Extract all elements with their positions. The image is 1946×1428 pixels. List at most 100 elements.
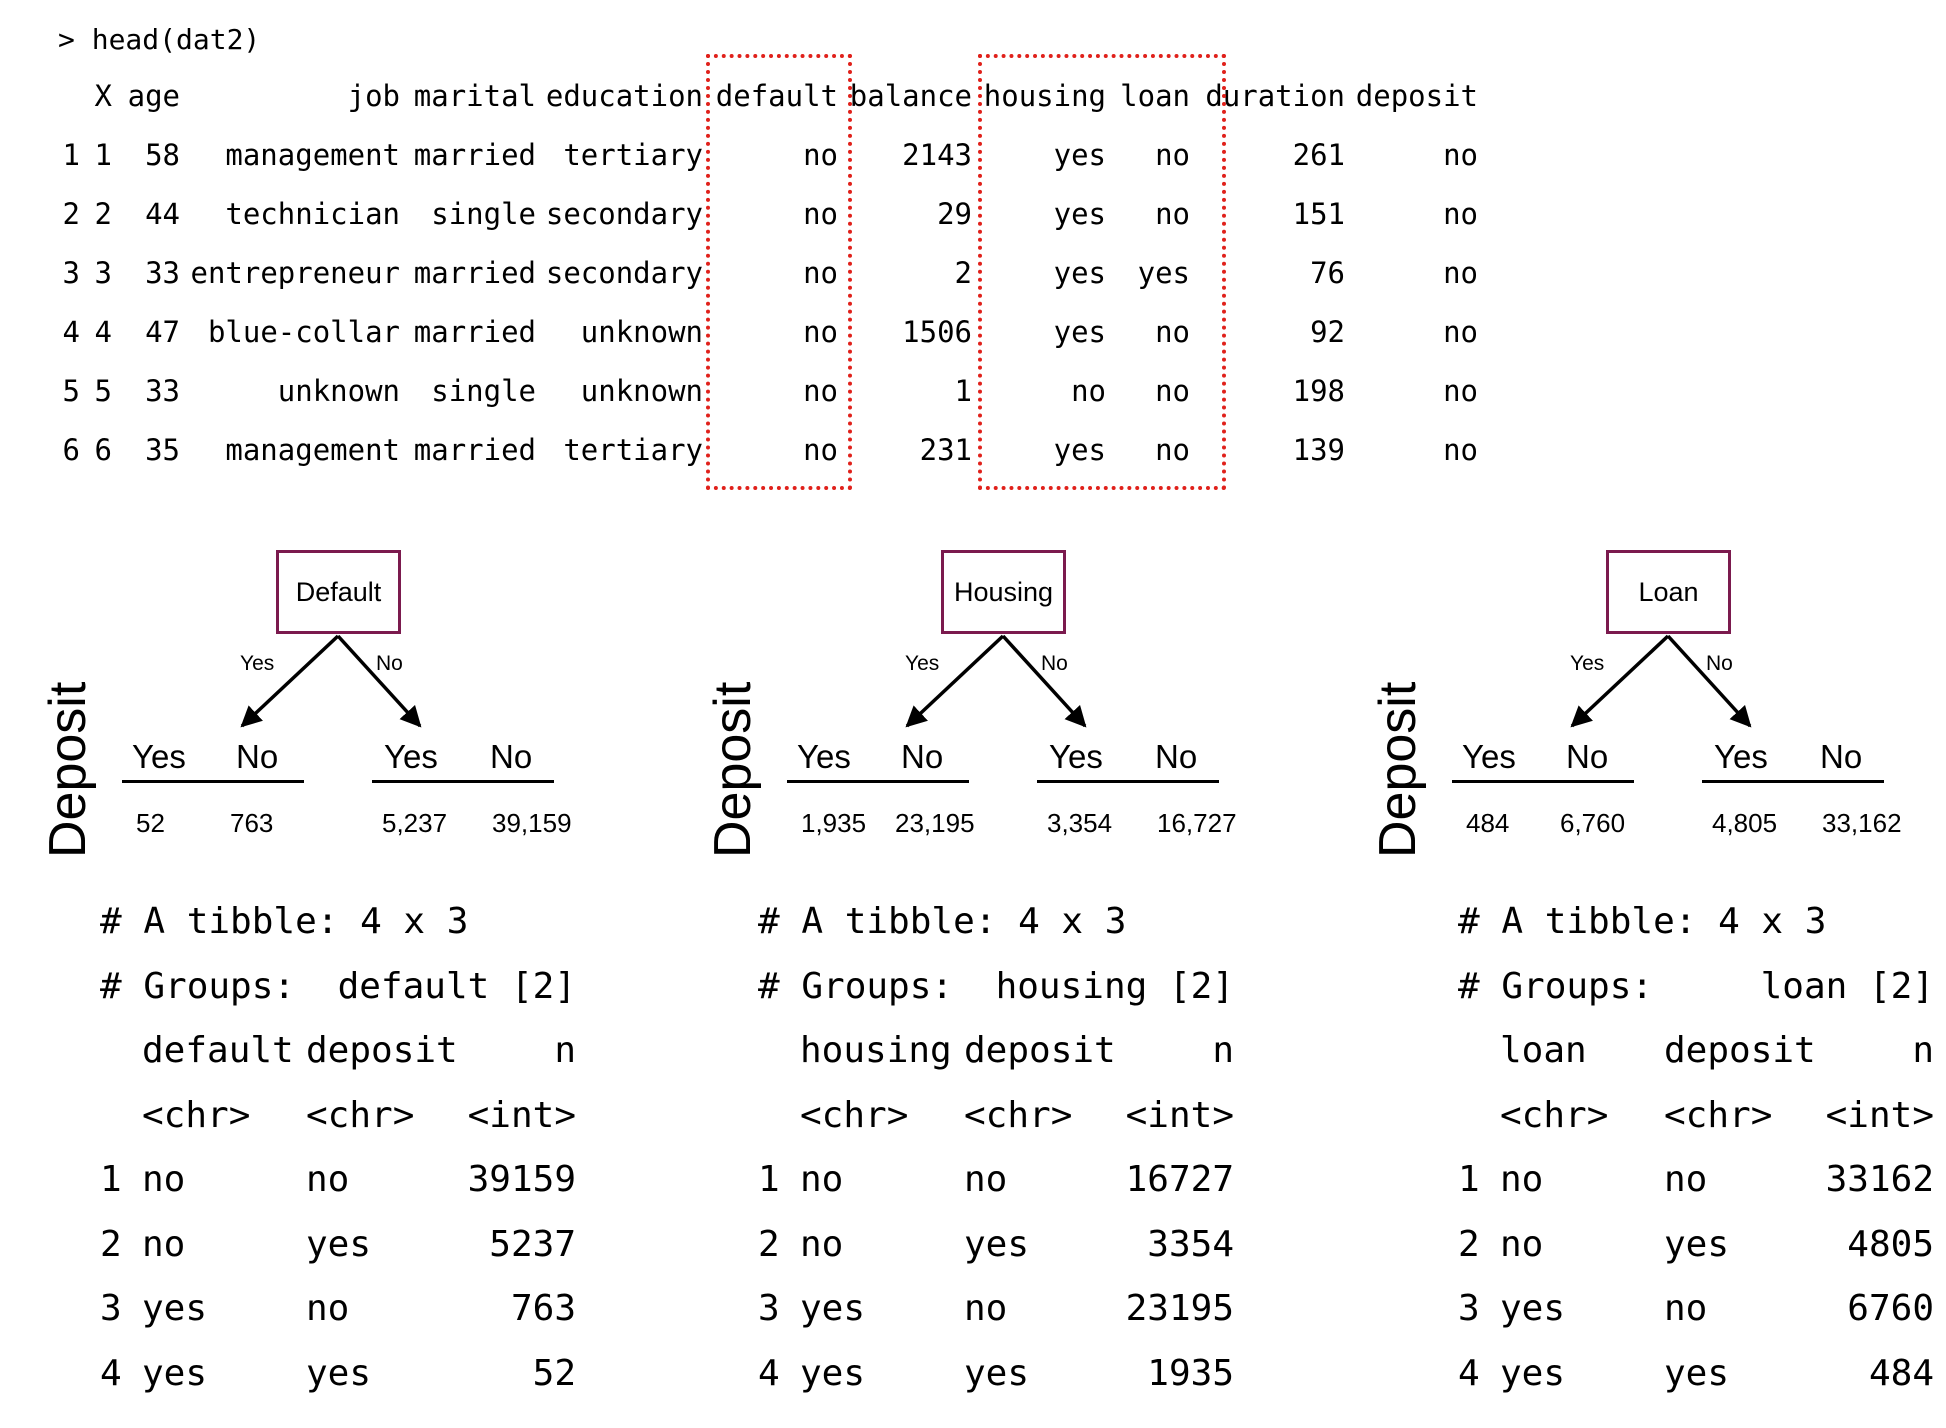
leaf-label-no: No (1155, 738, 1198, 775)
table-cell: blue-collar (207, 315, 400, 349)
tibble-type: <chr> (1500, 1094, 1609, 1136)
leaf-divider-left (787, 780, 969, 783)
tibble-cell: 39159 (467, 1159, 576, 1200)
count-no: 6,760 (1560, 808, 1626, 838)
leaf-label-no: No (490, 738, 533, 775)
column-header-marital: marital (413, 79, 536, 113)
table-cell: 92 (1310, 315, 1345, 349)
table-cell: no (1155, 433, 1190, 467)
leaf-label-no: No (1566, 738, 1609, 775)
table-cell: yes (1053, 138, 1106, 172)
tibble-default: # A tibble: 4 x 3# Groups:default [2]def… (100, 900, 580, 1392)
count-yes: 4,805 (1712, 808, 1778, 838)
tibble-title: # A tibble: 4 x 3 (100, 901, 469, 942)
table-cell: 29 (937, 197, 972, 231)
count-no: 39,159 (492, 808, 572, 838)
tibble-cell: no (800, 1159, 844, 1200)
branch-label-no: No (1706, 652, 1733, 675)
column-header-housing: housing (983, 79, 1106, 113)
leaf-divider-left (122, 780, 304, 783)
tibble-cell: yes (1664, 1223, 1730, 1265)
tibble-type: <chr> (800, 1094, 909, 1136)
table-cell: no (1443, 374, 1478, 408)
table-cell: 2 (954, 256, 972, 290)
column-header-age: age (127, 79, 180, 113)
tibble-cell: 1935 (1147, 1352, 1234, 1394)
column-header-loan: loan (1120, 79, 1190, 113)
row-name: 5 (62, 374, 80, 408)
table-cell: no (1071, 374, 1106, 408)
table-cell: single (431, 197, 536, 231)
table-cell: 76 (1310, 256, 1345, 290)
deposit-axis-label: Deposit (704, 681, 762, 858)
tibble-groups-label: # Groups: (1458, 965, 1654, 1007)
column-header-X: X (94, 79, 112, 113)
tibble-type: <chr> (306, 1094, 415, 1136)
table-cell: 3 (94, 256, 112, 290)
tibble-row-index: 1 (100, 1159, 122, 1200)
tibble-cell: 16727 (1125, 1159, 1234, 1200)
leaf-label-yes: Yes (132, 738, 186, 775)
console-prompt: > head(dat2) (58, 23, 261, 56)
tibble-row-index: 2 (1458, 1223, 1480, 1265)
tibble-row-index: 2 (758, 1223, 780, 1265)
tibble-cell: yes (306, 1352, 372, 1394)
row-name: 4 (62, 315, 80, 349)
tibble-cell: yes (1500, 1288, 1566, 1329)
leaf-label-no: No (236, 738, 279, 775)
tibble-row-index: 4 (1458, 1352, 1480, 1394)
table-cell: unknown (277, 374, 400, 408)
tibble-cell: 763 (510, 1288, 576, 1329)
table-cell: 33 (145, 256, 180, 290)
tree-root-node: Loan (1606, 550, 1731, 634)
tibble-cell: no (1500, 1159, 1544, 1200)
tibble-row-index: 3 (1458, 1288, 1480, 1329)
right-arrow (1666, 634, 1752, 728)
table-cell: no (1155, 315, 1190, 349)
tibble-header: housing (800, 1030, 952, 1071)
left-arrow (240, 634, 340, 728)
tibble-cell: no (800, 1223, 844, 1265)
tibble-cell: yes (964, 1352, 1030, 1394)
tibble-row-index: 2 (100, 1223, 122, 1265)
tibble-cell: 5237 (489, 1223, 576, 1265)
tibble-cell: 23195 (1125, 1288, 1234, 1329)
table-cell: no (1155, 138, 1190, 172)
row-name: 3 (62, 256, 80, 290)
tibble-header: deposit (1664, 1030, 1816, 1071)
tibble-type: <chr> (964, 1094, 1073, 1136)
tibble-cell: no (306, 1159, 350, 1200)
table-cell: 1506 (902, 315, 972, 349)
tibble-cell: yes (142, 1288, 208, 1329)
tibble-cell: no (142, 1159, 186, 1200)
right-arrow (1001, 634, 1087, 728)
tibble-type: <chr> (1664, 1094, 1773, 1136)
branch-label-no: No (1041, 652, 1068, 675)
branch-label-yes: Yes (905, 652, 940, 675)
table-cell: 47 (145, 315, 180, 349)
table-cell: no (803, 256, 838, 290)
left-arrow (905, 634, 1005, 728)
tibble-title: # A tibble: 4 x 3 (758, 901, 1127, 942)
table-cell: tertiary (563, 433, 703, 467)
table-cell: married (413, 315, 536, 349)
tree-arrows (1570, 634, 1752, 728)
leaf-label-yes: Yes (384, 738, 438, 775)
tibble-cell: yes (1664, 1352, 1730, 1394)
tibble-type: <int> (467, 1094, 576, 1136)
table-cell: yes (1053, 256, 1106, 290)
count-no: 16,727 (1157, 808, 1237, 838)
table-cell: yes (1137, 256, 1190, 290)
column-header-education: education (545, 79, 703, 113)
branch-label-yes: Yes (1570, 652, 1605, 675)
leaf-label-yes: Yes (797, 738, 851, 775)
deposit-axis-label: Deposit (1369, 681, 1427, 858)
column-header-deposit: deposit (1355, 79, 1478, 113)
tree-root-node: Default (276, 550, 401, 634)
tibble-cell: no (1664, 1288, 1708, 1329)
leaf-label-no: No (1820, 738, 1863, 775)
tibble-row-index: 3 (100, 1288, 122, 1329)
